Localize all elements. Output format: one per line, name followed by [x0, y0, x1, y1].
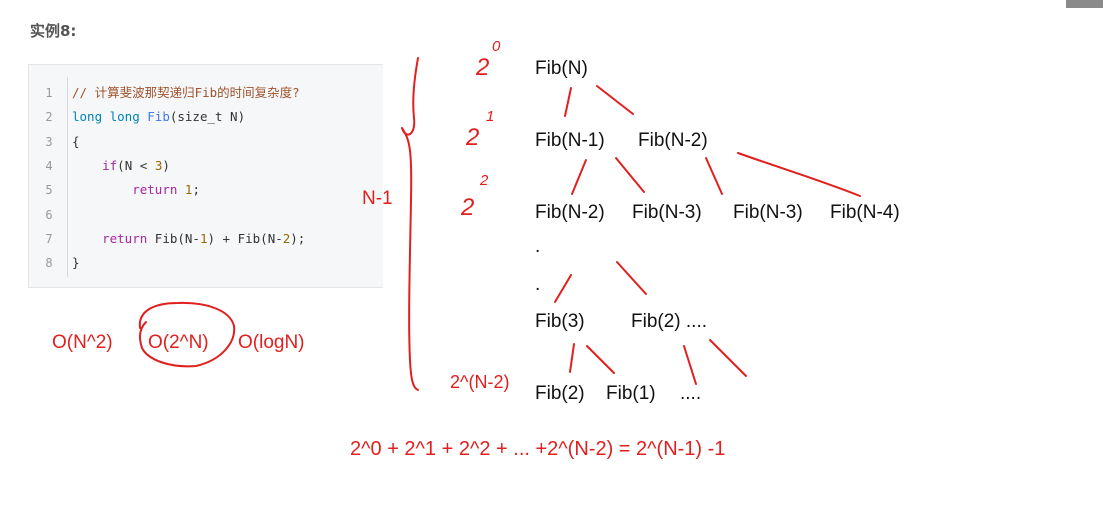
pow-level0-exp: 0 — [492, 38, 500, 55]
edge-l1b-left — [706, 158, 722, 194]
edge-l3b-left — [684, 346, 696, 384]
pow-level2-base: 2 — [461, 194, 474, 222]
edge-l3b-right — [710, 340, 746, 376]
ellipsis-dot: . — [535, 274, 540, 296]
edge-root-right — [597, 86, 633, 114]
pow-level2-exp: 2 — [480, 172, 488, 189]
pow-level0-base: 2 — [476, 54, 489, 82]
edge-l3a-right — [587, 346, 614, 373]
node-l2-0: Fib(N-2) — [535, 202, 605, 224]
node-l1-0: Fib(N-1) — [535, 130, 605, 152]
geometric-sum: 2^0 + 2^1 + 2^2 + ... +2^(N-2) = 2^(N-1)… — [350, 438, 725, 461]
ellipsis-dot: . — [535, 236, 540, 258]
edge-l1b-right — [738, 153, 860, 196]
node-l4-2: .... — [680, 383, 701, 405]
node-root: Fib(N) — [535, 58, 588, 80]
last-level-count: 2^(N-2) — [450, 372, 509, 393]
edge-dots-left — [555, 275, 571, 302]
avatar — [1066, 0, 1103, 8]
option-log-n: O(logN) — [238, 332, 305, 354]
node-l1-1: Fib(N-2) — [638, 130, 708, 152]
depth-label: N-1 — [362, 188, 393, 210]
node-l2-3: Fib(N-4) — [830, 202, 900, 224]
edge-l1a-left — [572, 160, 586, 194]
node-l4-0: Fib(2) — [535, 383, 585, 405]
node-l2-2: Fib(N-3) — [733, 202, 803, 224]
node-l3-0: Fib(3) — [535, 311, 585, 333]
pow-level1-exp: 1 — [486, 108, 494, 125]
edge-root-left — [565, 88, 571, 116]
pow-level1-base: 2 — [466, 124, 479, 152]
option-2-pow-n: O(2^N) — [148, 332, 209, 354]
edge-dots-right — [617, 262, 646, 294]
edge-l3a-left — [570, 344, 574, 372]
node-l4-1: Fib(1) — [606, 383, 656, 405]
node-l3-1: Fib(2) .... — [631, 311, 707, 333]
edge-l1a-right — [616, 158, 644, 192]
node-l2-1: Fib(N-3) — [632, 202, 702, 224]
option-n-squared: O(N^2) — [52, 332, 113, 354]
depth-brace — [402, 58, 418, 390]
